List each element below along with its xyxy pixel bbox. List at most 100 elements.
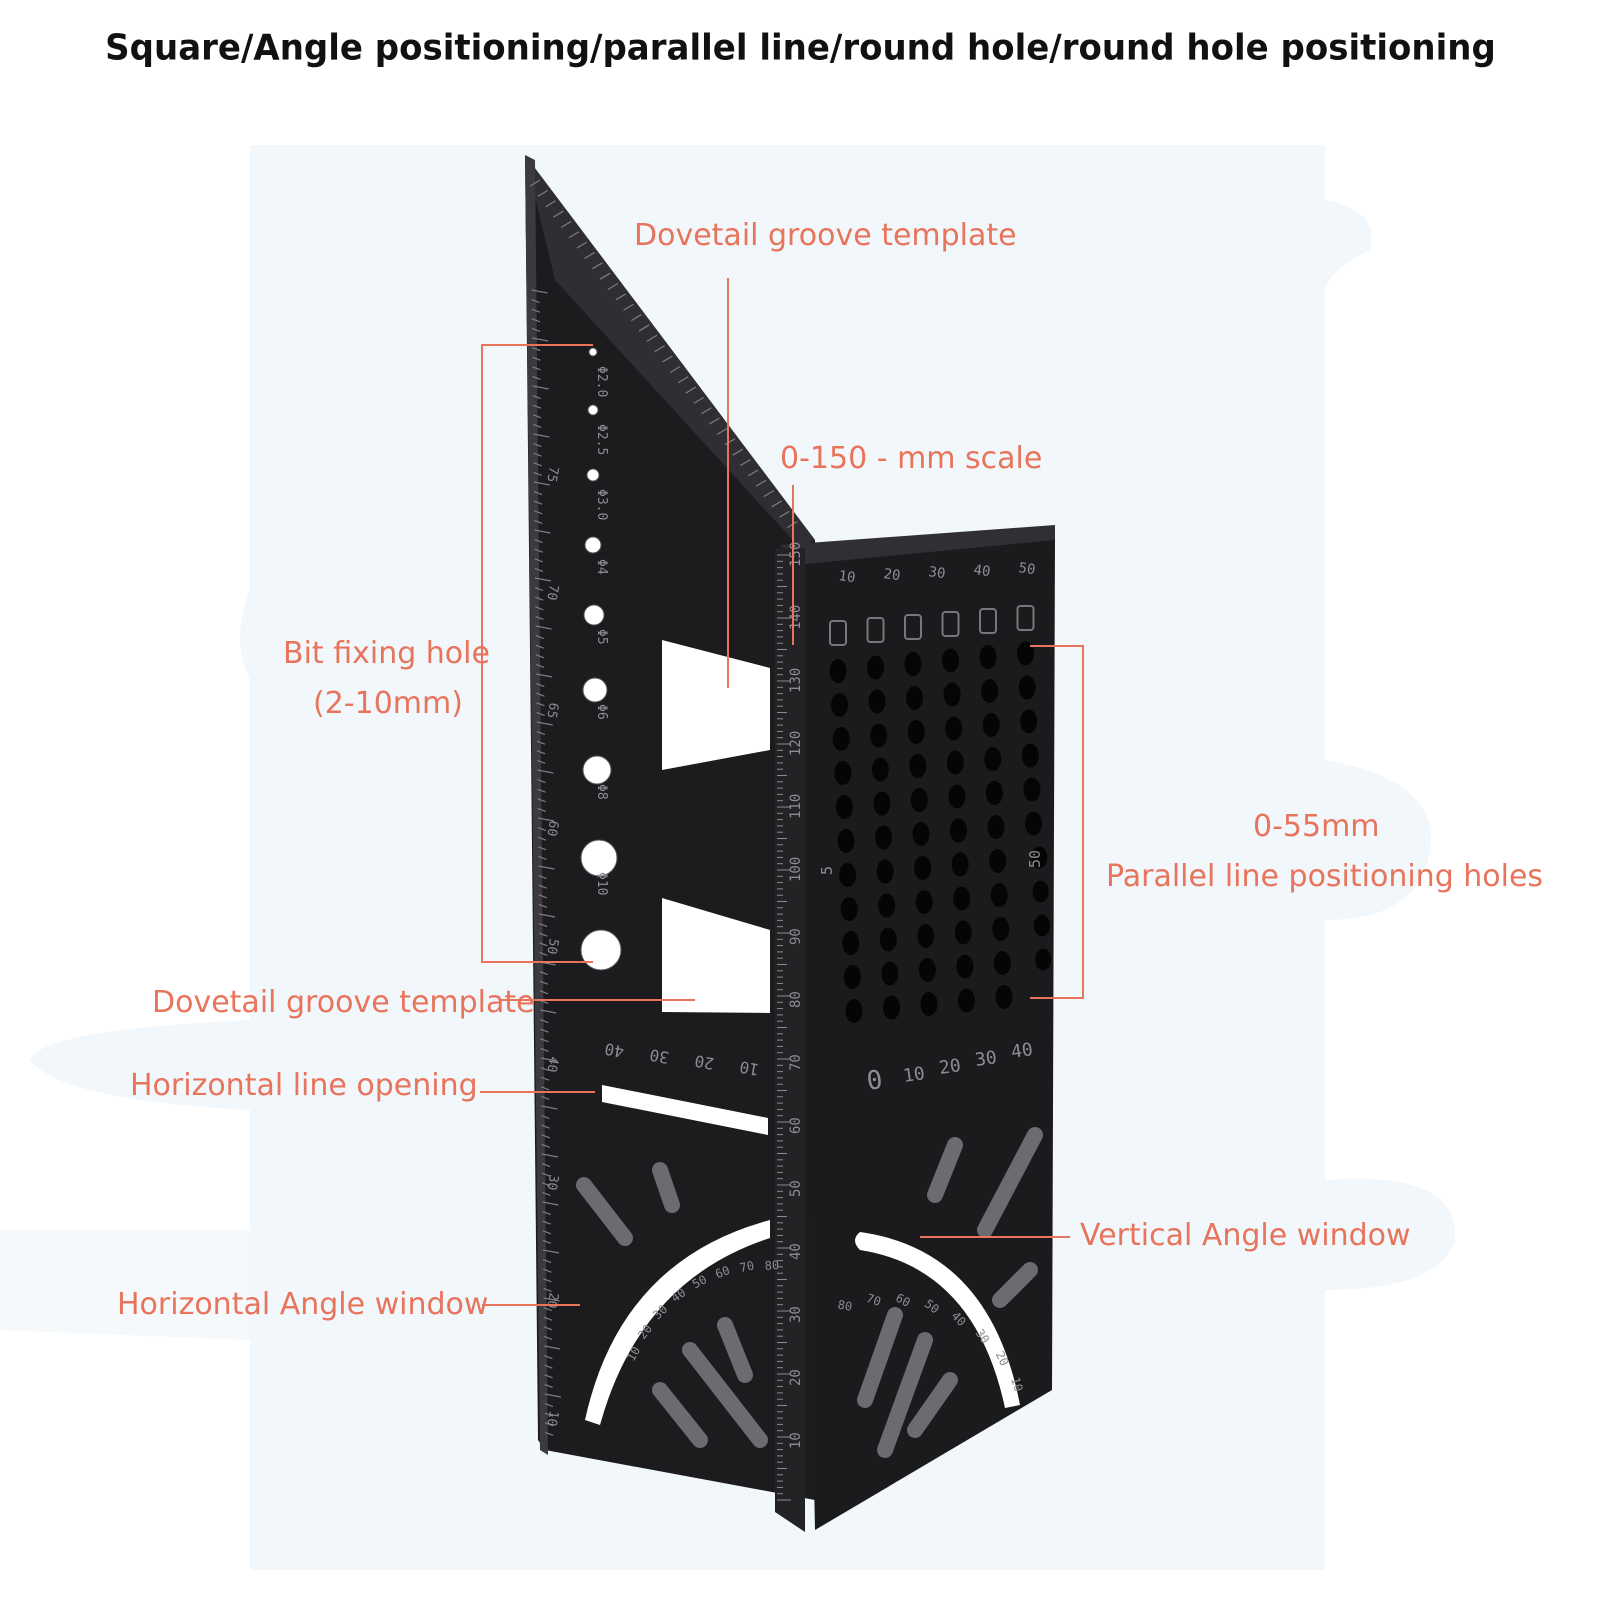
left-edge-tick — [542, 1220, 551, 1225]
left-edge-tick — [541, 1095, 550, 1100]
left-edge-tick — [543, 1287, 552, 1292]
bottom-scale-label: 0 — [865, 1065, 885, 1097]
blade-left — [525, 155, 815, 1500]
left-edge-tick — [537, 798, 546, 803]
parallel-hole — [951, 852, 969, 877]
left-edge-tick — [544, 1374, 553, 1379]
left-edge-tick — [540, 1057, 557, 1062]
left-edge-tick — [535, 596, 544, 601]
bevel-tick — [529, 179, 541, 187]
callout-vertical-angle: Vertical Angle window — [1080, 1218, 1411, 1253]
parallel-hole — [992, 917, 1010, 941]
callout-horizontal-angle: Horizontal Angle window — [117, 1287, 489, 1322]
left-edge-tick — [533, 462, 542, 467]
bevel-tick — [662, 355, 673, 363]
callout-bit-hole-line1: Bit fixing hole — [283, 636, 490, 671]
main-scale-label: 20 — [788, 1369, 804, 1386]
parallel-hole — [1023, 777, 1041, 802]
main-scale-label: 90 — [788, 928, 804, 945]
parallel-hole — [871, 757, 889, 782]
main-scale-label: 100 — [788, 857, 804, 882]
parallel-hole — [868, 689, 886, 714]
callout-dovetail-top: Dovetail groove template — [634, 218, 1017, 253]
left-edge-tick — [532, 366, 541, 371]
left-edge-tick — [534, 548, 543, 553]
bit-hole — [580, 929, 622, 971]
parallel-hole — [984, 747, 1002, 771]
left-edge-tick — [541, 1172, 551, 1177]
protractor-label-vertical: 30 — [973, 1326, 993, 1346]
left-edge-tick — [543, 1316, 553, 1321]
parallel-hole — [917, 924, 935, 948]
left-edge-tick — [543, 1297, 560, 1302]
main-scale-label: 60 — [788, 1117, 804, 1134]
bevel-tick — [631, 314, 642, 322]
left-edge-tick — [537, 769, 554, 774]
left-edge-tick — [532, 385, 549, 390]
top-scale-label: 20 — [882, 566, 901, 584]
parallel-hole — [915, 890, 933, 914]
left-edge-tick — [544, 1422, 554, 1427]
bevel-tick — [708, 417, 720, 425]
hole-size-label: Φ8 — [594, 784, 609, 800]
left-scale-label: 70 — [543, 583, 560, 601]
left-edge-tick — [538, 903, 548, 908]
bevel-tick — [646, 334, 658, 342]
protractor-label-vertical: 60 — [893, 1291, 912, 1310]
bevel-tick — [576, 241, 588, 249]
parallel-hole — [981, 679, 999, 703]
protractor-label-vertical: 10 — [1008, 1375, 1026, 1393]
parallel-column-marker — [829, 620, 847, 646]
bevel-tick — [732, 448, 743, 456]
parallel-hole — [948, 784, 966, 809]
left-edge-tick — [534, 587, 544, 592]
left-edge-tick — [541, 1153, 559, 1158]
angle-slots — [576, 1127, 1043, 1458]
parallel-hole — [1035, 948, 1052, 971]
parallel-column-marker — [866, 617, 885, 643]
parallel-hole — [987, 815, 1005, 839]
main-scale-label: 130 — [788, 668, 804, 693]
vertical-angle-window — [855, 1232, 1020, 1408]
bit-hole — [583, 604, 605, 626]
left-edge-tick — [535, 654, 545, 659]
left-edge-tick — [532, 375, 541, 380]
parallel-hole — [953, 886, 971, 911]
bevel-tick — [553, 210, 564, 218]
callout-parallel-line2: Parallel line positioning holes — [1106, 859, 1544, 894]
callout-mm-scale: 0-150 - mm scale — [780, 441, 1043, 476]
left-edge-tick — [543, 1278, 552, 1283]
parallel-column-marker — [941, 611, 960, 637]
left-edge-tick — [538, 865, 555, 870]
main-scale-label: 30 — [788, 1306, 804, 1323]
leader-parallel-holes — [1030, 645, 1084, 999]
parallel-hole — [920, 992, 938, 1016]
left-edge-tick — [538, 846, 547, 851]
hole-size-label: Φ10 — [594, 872, 609, 895]
left-edge-tick — [540, 1047, 549, 1052]
parallel-hole — [1033, 914, 1050, 937]
parallel-hole — [873, 791, 891, 816]
bevel-tick — [607, 283, 619, 291]
hole-size-label: Φ2.0 — [594, 366, 609, 397]
parallel-hole — [950, 818, 967, 843]
left-edge-tick — [531, 308, 541, 313]
main-scale-label: 50 — [788, 1180, 804, 1197]
left-edge-tick — [538, 923, 548, 928]
parallel-hole — [982, 713, 1000, 737]
left-edge-tick — [540, 1038, 549, 1043]
callout-horizontal-opening: Horizontal line opening — [130, 1068, 478, 1103]
bevel-tick — [584, 251, 595, 259]
bottom-scale-label: 10 — [902, 1063, 926, 1087]
parallel-hole — [878, 893, 896, 918]
left-edge-tick — [538, 855, 547, 860]
left-edge-tick — [533, 433, 550, 438]
left-edge-tick — [535, 635, 544, 640]
bevel-tick — [568, 231, 580, 239]
parallel-hole — [1032, 880, 1049, 903]
opening-scale-label: 20 — [693, 1051, 715, 1073]
left-ticks — [531, 289, 561, 1436]
left-edge-tick — [542, 1211, 551, 1216]
left-edge-tick — [536, 692, 545, 697]
protractor-label-horizontal: 10 — [624, 1344, 643, 1364]
